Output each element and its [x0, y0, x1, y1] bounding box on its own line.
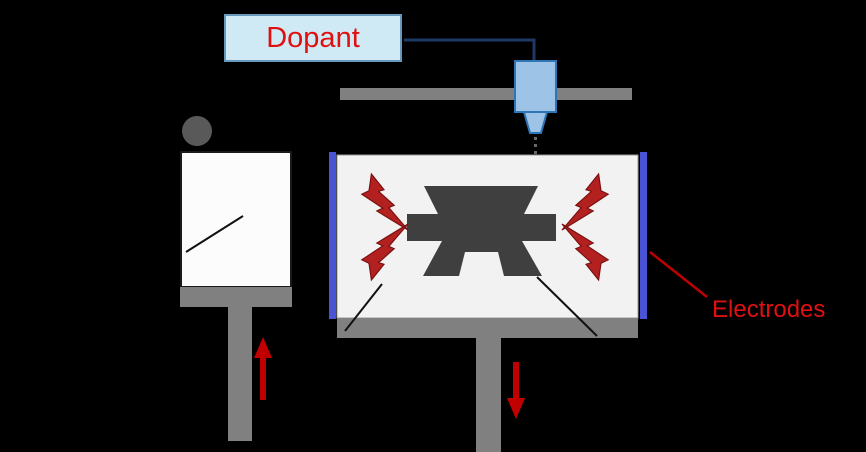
top-support-bar: [340, 88, 632, 100]
pointer-line-chamber: [344, 283, 383, 332]
electrode-right: [640, 152, 647, 319]
pointer-line-loadlock: [185, 215, 244, 253]
dopant-source-box: Dopant: [224, 14, 402, 62]
loadlock-knob: [182, 116, 212, 146]
electrode-left: [329, 152, 336, 319]
gas-injector-body: [514, 60, 557, 113]
up-arrow-icon: [254, 337, 272, 400]
up-arrow-head: [254, 337, 272, 358]
electrodes-pointer-line: [649, 251, 708, 298]
pointer-line-workpiece: [536, 276, 598, 337]
chamber-stem: [476, 338, 501, 452]
down-arrow-head: [507, 398, 525, 419]
dopant-label: Dopant: [266, 21, 360, 54]
down-arrow-icon: [507, 362, 525, 419]
loadlock-base-plate: [180, 287, 292, 307]
dopant-feed-line: [404, 38, 536, 64]
loadlock-stem: [228, 307, 252, 441]
chamber-base-plate: [337, 318, 638, 338]
gas-injector-nozzle: [522, 111, 549, 134]
electrodes-label: Electrodes: [712, 296, 826, 323]
workpiece-anvil: [407, 186, 556, 276]
